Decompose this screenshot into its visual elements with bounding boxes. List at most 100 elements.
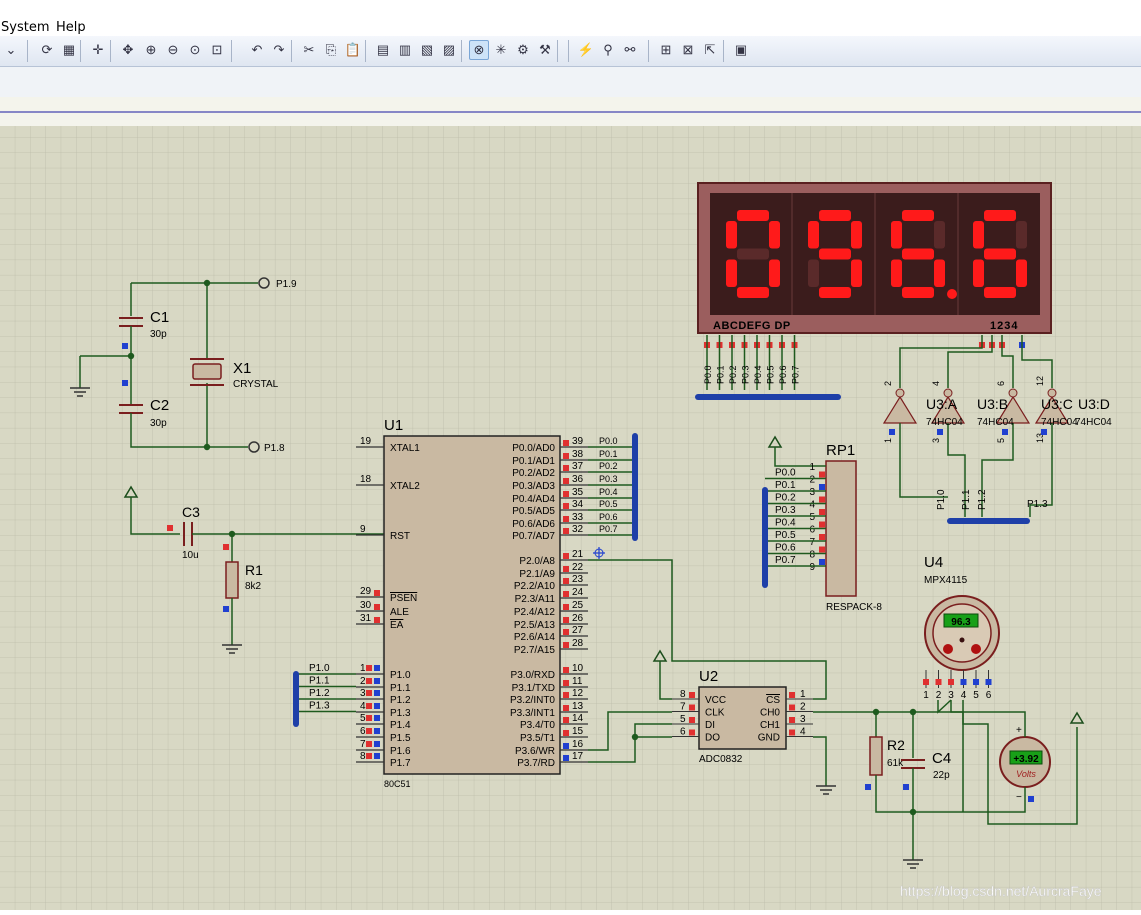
segment-b xyxy=(769,221,780,249)
pin-marker xyxy=(819,471,825,478)
dropdown-arrow-icon[interactable]: ⌄ xyxy=(5,42,17,57)
pin-marker xyxy=(903,784,909,790)
pin-marker xyxy=(366,753,372,759)
property-assignment-icon[interactable]: ⚯ xyxy=(624,42,636,57)
bill-of-materials-icon[interactable]: ▣ xyxy=(734,42,748,57)
make-device-icon[interactable]: ✳ xyxy=(495,42,507,57)
u1-pin-name: P1.7 xyxy=(390,758,411,769)
u1-pin-name: PSEN xyxy=(390,593,417,604)
pin-marker xyxy=(563,516,569,522)
u3-part: 74HC04 xyxy=(977,417,1014,428)
rp1-pin-num: 2 xyxy=(809,475,815,486)
zoom-area-icon[interactable]: ⊡ xyxy=(211,42,223,57)
packaging-tool-icon[interactable]: ⚙ xyxy=(517,42,529,57)
toolbar xyxy=(0,36,1141,67)
decompose-icon[interactable]: ⚒ xyxy=(539,42,551,57)
pan-icon[interactable]: ✥ xyxy=(122,42,134,57)
pin-marker xyxy=(689,692,695,698)
pin-marker xyxy=(1002,429,1008,435)
u2-part: ADC0832 xyxy=(699,754,743,765)
pin-marker xyxy=(973,679,979,685)
u1-pin-name: P3.4/T0 xyxy=(520,720,555,731)
new-sheet-icon[interactable]: ⊞ xyxy=(660,42,672,57)
rp1-vcc xyxy=(774,447,826,467)
undo-icon[interactable]: ↶ xyxy=(251,42,263,57)
pin-marker xyxy=(865,784,871,790)
block-delete-icon[interactable]: ▨ xyxy=(442,42,456,57)
exit-to-parent-icon[interactable]: ⇱ xyxy=(704,42,716,57)
u1-pin-name: P2.4/A12 xyxy=(514,607,556,618)
search-tag-icon[interactable]: ⚲ xyxy=(603,42,613,57)
u1-pin-num: 19 xyxy=(360,436,372,447)
pin-marker xyxy=(689,717,695,723)
block-move-icon[interactable]: ▥ xyxy=(398,42,412,57)
digit1-wire xyxy=(899,335,983,388)
rp1-ref: RP1 xyxy=(826,442,855,459)
pin-marker xyxy=(935,679,942,685)
inverter-bubble xyxy=(1047,388,1057,398)
wire-autorouter-icon[interactable]: ⚡ xyxy=(577,42,595,57)
u3a-label: U3:A xyxy=(926,396,958,412)
u1-pin-name: P2.7/A15 xyxy=(514,645,556,656)
u1-pin-name: P1.5 xyxy=(390,733,411,744)
x1-body xyxy=(192,363,222,380)
block-rotate-icon[interactable]: ▧ xyxy=(420,42,434,57)
remove-sheet-icon[interactable]: ⊠ xyxy=(682,42,694,57)
segment-f xyxy=(726,221,737,249)
toolbar-separator xyxy=(80,40,81,62)
u2-body xyxy=(698,686,787,750)
origin-icon[interactable]: ✛ xyxy=(92,42,104,57)
u1-pin-name: P3.2/INT0 xyxy=(510,695,555,706)
u1-pin-num: 37 xyxy=(572,461,584,472)
toolbar-separator xyxy=(291,40,292,62)
redo-icon[interactable]: ↷ xyxy=(273,42,285,57)
u4-pin-num: 4 xyxy=(961,690,967,701)
rp1-pin-num: 3 xyxy=(809,487,815,498)
u2-pin-name: VCC xyxy=(705,695,726,706)
u2-pin-name: DI xyxy=(705,720,715,731)
pick-device-icon[interactable]: ⊗ xyxy=(469,40,489,60)
refresh-icon[interactable]: ⟳ xyxy=(41,42,53,57)
toolbar-separator xyxy=(461,40,462,62)
digit3-wire xyxy=(1001,335,1014,388)
u1-pin-num: 8 xyxy=(360,751,366,762)
segment-a xyxy=(819,210,851,221)
u4-ref: U4 xyxy=(924,554,943,571)
toolbar-separator xyxy=(723,40,724,62)
cut-icon[interactable]: ✂ xyxy=(303,42,315,57)
zoom-out-icon[interactable]: ⊖ xyxy=(167,42,179,57)
rp1-pin-num: 5 xyxy=(809,512,815,523)
display-bus-label: P0.6 xyxy=(778,365,788,384)
grid-icon[interactable]: ▦ xyxy=(62,42,76,57)
paste-icon[interactable]: 📋 xyxy=(344,42,362,57)
pin-marker xyxy=(563,667,569,673)
u1-pin-num: 18 xyxy=(360,474,372,485)
copy-icon[interactable]: ⎘ xyxy=(325,42,337,57)
u1-pin-name: P3.6/WR xyxy=(515,746,555,757)
u1-pin-name: P2.2/A10 xyxy=(514,581,556,592)
rp1-net: P0.6 xyxy=(775,543,796,554)
pin-marker xyxy=(563,528,569,534)
menu-help[interactable]: Help xyxy=(56,20,86,35)
u3-net: P1.2 xyxy=(977,489,988,510)
pin-marker xyxy=(122,380,128,386)
u3b-label: U3:B xyxy=(977,396,1008,412)
u4-lcd xyxy=(943,613,979,628)
c1-label: C1 xyxy=(150,309,169,326)
menu-system[interactable]: System xyxy=(1,20,50,35)
u2-pin-name: CS xyxy=(766,695,780,706)
u1-pin-num: 13 xyxy=(572,701,584,712)
inverter-bubble xyxy=(1008,388,1018,398)
zoom-all-icon[interactable]: ⊙ xyxy=(189,42,201,57)
zoom-in-icon[interactable]: ⊕ xyxy=(145,42,157,57)
display-bus-label: P0.0 xyxy=(703,365,713,384)
rp1-net: P0.1 xyxy=(775,480,796,491)
vm-plus xyxy=(938,711,1026,737)
pin-marker xyxy=(563,717,569,723)
u1-pin-num: 29 xyxy=(360,586,372,597)
block-copy-icon[interactable]: ▤ xyxy=(376,42,390,57)
p0-net: P0.4 xyxy=(599,487,618,497)
